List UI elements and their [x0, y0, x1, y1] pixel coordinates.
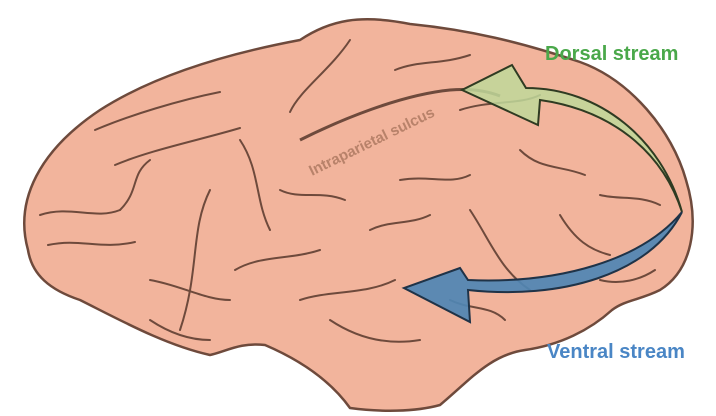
dorsal-stream-label: Dorsal stream: [545, 43, 678, 65]
ventral-stream-label: Ventral stream: [547, 341, 685, 363]
